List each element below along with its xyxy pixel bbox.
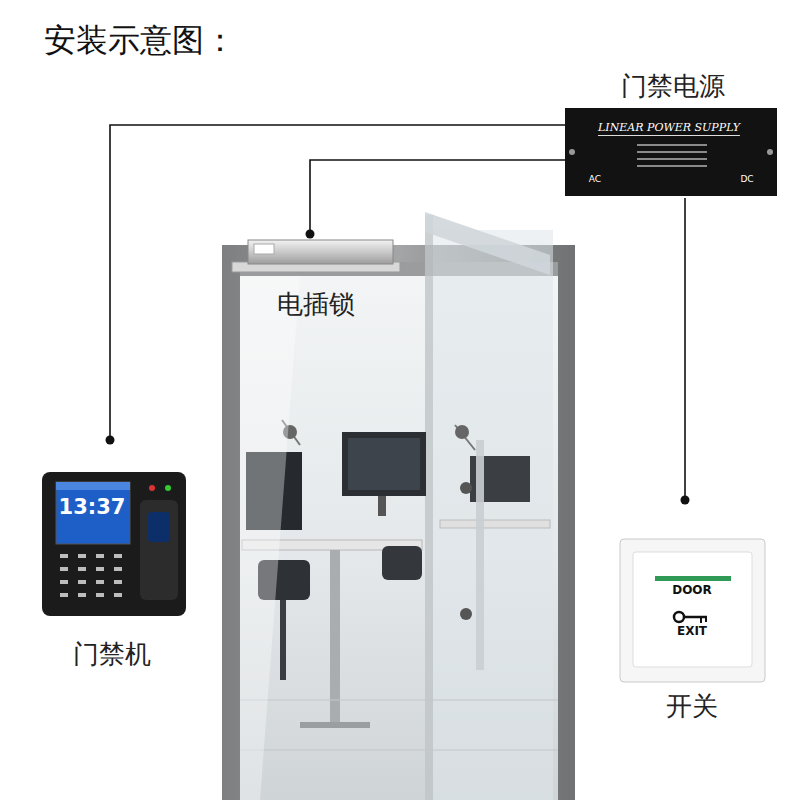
wire-end-dot <box>106 436 115 445</box>
wire <box>681 198 690 505</box>
part-label: 门禁电源 <box>621 72 725 102</box>
wire-path <box>310 160 565 234</box>
button-print: DOOR <box>672 584 712 598</box>
lock-body <box>228 234 404 282</box>
access-terminal: 门禁机 13:37 <box>40 440 190 680</box>
wire-end-dot <box>681 496 690 505</box>
electric-lock: 电插锁 <box>228 234 404 326</box>
wire-path <box>110 125 565 440</box>
terminal-mark: DC <box>740 174 753 184</box>
wire <box>306 160 566 239</box>
wire-path <box>684 198 686 500</box>
device-print: LINEAR POWER SUPPLY <box>598 122 740 136</box>
wire-end-dot <box>306 230 315 239</box>
power-supply: 门禁电源 LINEAR POWER SUPPLY AC DC <box>565 70 777 198</box>
button-print: EXIT <box>677 625 707 639</box>
wire <box>106 125 566 445</box>
terminal-mark: AC <box>589 174 601 184</box>
part-label: 开关 <box>666 692 718 722</box>
button-plate <box>619 538 766 683</box>
screen-time: 13:37 <box>59 495 126 519</box>
part-label: 电插锁 <box>277 290 355 320</box>
terminal-body <box>40 470 190 620</box>
exit-button: 开关 DOOR EXIT <box>615 500 770 725</box>
title: 安装示意图： <box>44 22 236 59</box>
part-label: 门禁机 <box>73 640 151 670</box>
